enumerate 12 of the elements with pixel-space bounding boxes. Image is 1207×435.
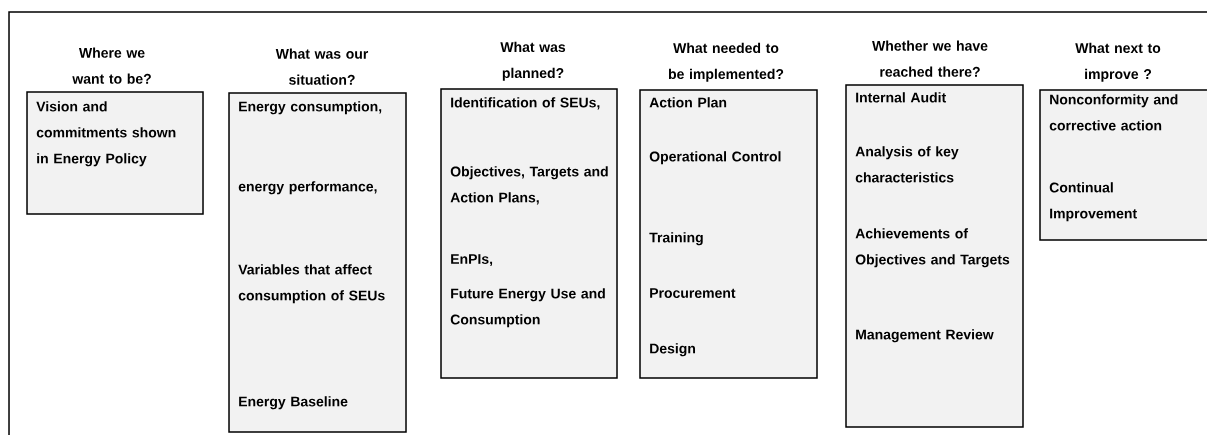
node-label: What next to improve ? xyxy=(1075,42,1161,82)
text-box: Whether we have reached there? Internal Audit Analysis of key characteristics Achievements of Objectives and Targets Management Review xyxy=(845,40,1024,428)
node-label: What needed to be implemented? xyxy=(668,42,784,82)
text-box: What was our situation? Energy consumption, energy performance, Variables that affect consumption of SEUs Energy Baseline xyxy=(228,48,407,433)
node-label: What was planned? xyxy=(500,41,566,81)
node-label: Where we want to be? xyxy=(72,47,151,84)
node-label: Whether we have reached there? xyxy=(872,40,988,77)
node-label: What was our situation? xyxy=(275,48,369,85)
text-box: What next to improve ? Nonconformity and corrective action Continual Improvement xyxy=(1039,42,1207,241)
text-box: What was planned? Identification of SEUs, Objectives, Targets and Action Plans, EnPIs, Future Energy Use and Consumption xyxy=(440,41,618,379)
text-box: What needed to be implemented? Action Plan Operational Control Training Procurement Design xyxy=(639,42,818,379)
text-box: Where we want to be? Vision and commitments shown in Energy Policy xyxy=(26,47,204,215)
